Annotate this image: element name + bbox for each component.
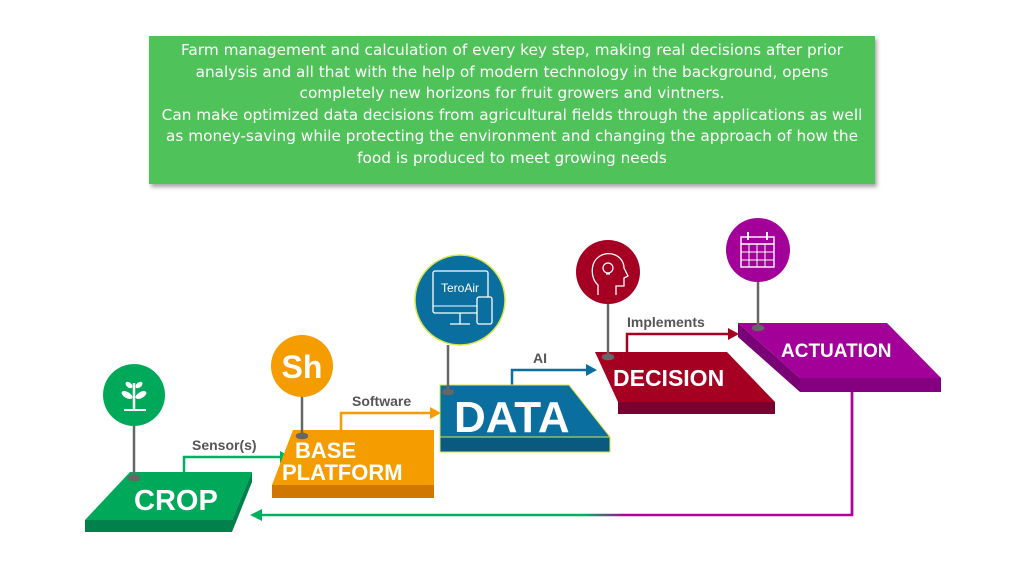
intro-text-box: Farm management and calculation of every…: [149, 36, 875, 184]
base-platform: BASE PLATFORM: [272, 430, 434, 498]
pin-connectors: [127, 282, 765, 482]
actuation-label: ACTUATION: [781, 341, 891, 362]
implements-arrow: [625, 328, 739, 352]
intro-paragraph-2: Can make optimized data decisions from a…: [161, 105, 863, 167]
intro-paragraph-1: Farm management and calculation of every…: [181, 41, 843, 102]
head-lightbulb-icon: [576, 240, 640, 304]
decision-label: DECISION: [613, 365, 724, 391]
monitor-phone-icon: TeroAir: [414, 254, 506, 346]
plant-icon: [103, 364, 165, 426]
software-arrow: [339, 407, 441, 430]
teroair-text: TeroAir: [441, 281, 479, 295]
calendar-icon: [726, 218, 790, 282]
sensors-arrow: [182, 451, 291, 472]
ai-label: AI: [533, 350, 547, 366]
base-label-1: BASE: [295, 438, 356, 463]
sensors-label: Sensor(s): [192, 437, 257, 453]
actuation-platform: ACTUATION: [738, 323, 941, 392]
decision-platform: DECISION: [595, 352, 775, 414]
software-label: Software: [352, 393, 411, 409]
crop-platform: CROP: [85, 472, 252, 532]
ai-arrow: [510, 364, 597, 385]
sh-logo-text: Sh: [282, 349, 323, 385]
sh-logo-icon: Sh: [271, 335, 333, 397]
data-label: DATA: [454, 393, 570, 442]
implements-label: Implements: [627, 314, 705, 330]
return-arrow: [250, 392, 854, 521]
crop-label: CROP: [134, 485, 218, 517]
base-label-2: PLATFORM: [282, 460, 403, 485]
data-platform: DATA: [439, 384, 612, 453]
